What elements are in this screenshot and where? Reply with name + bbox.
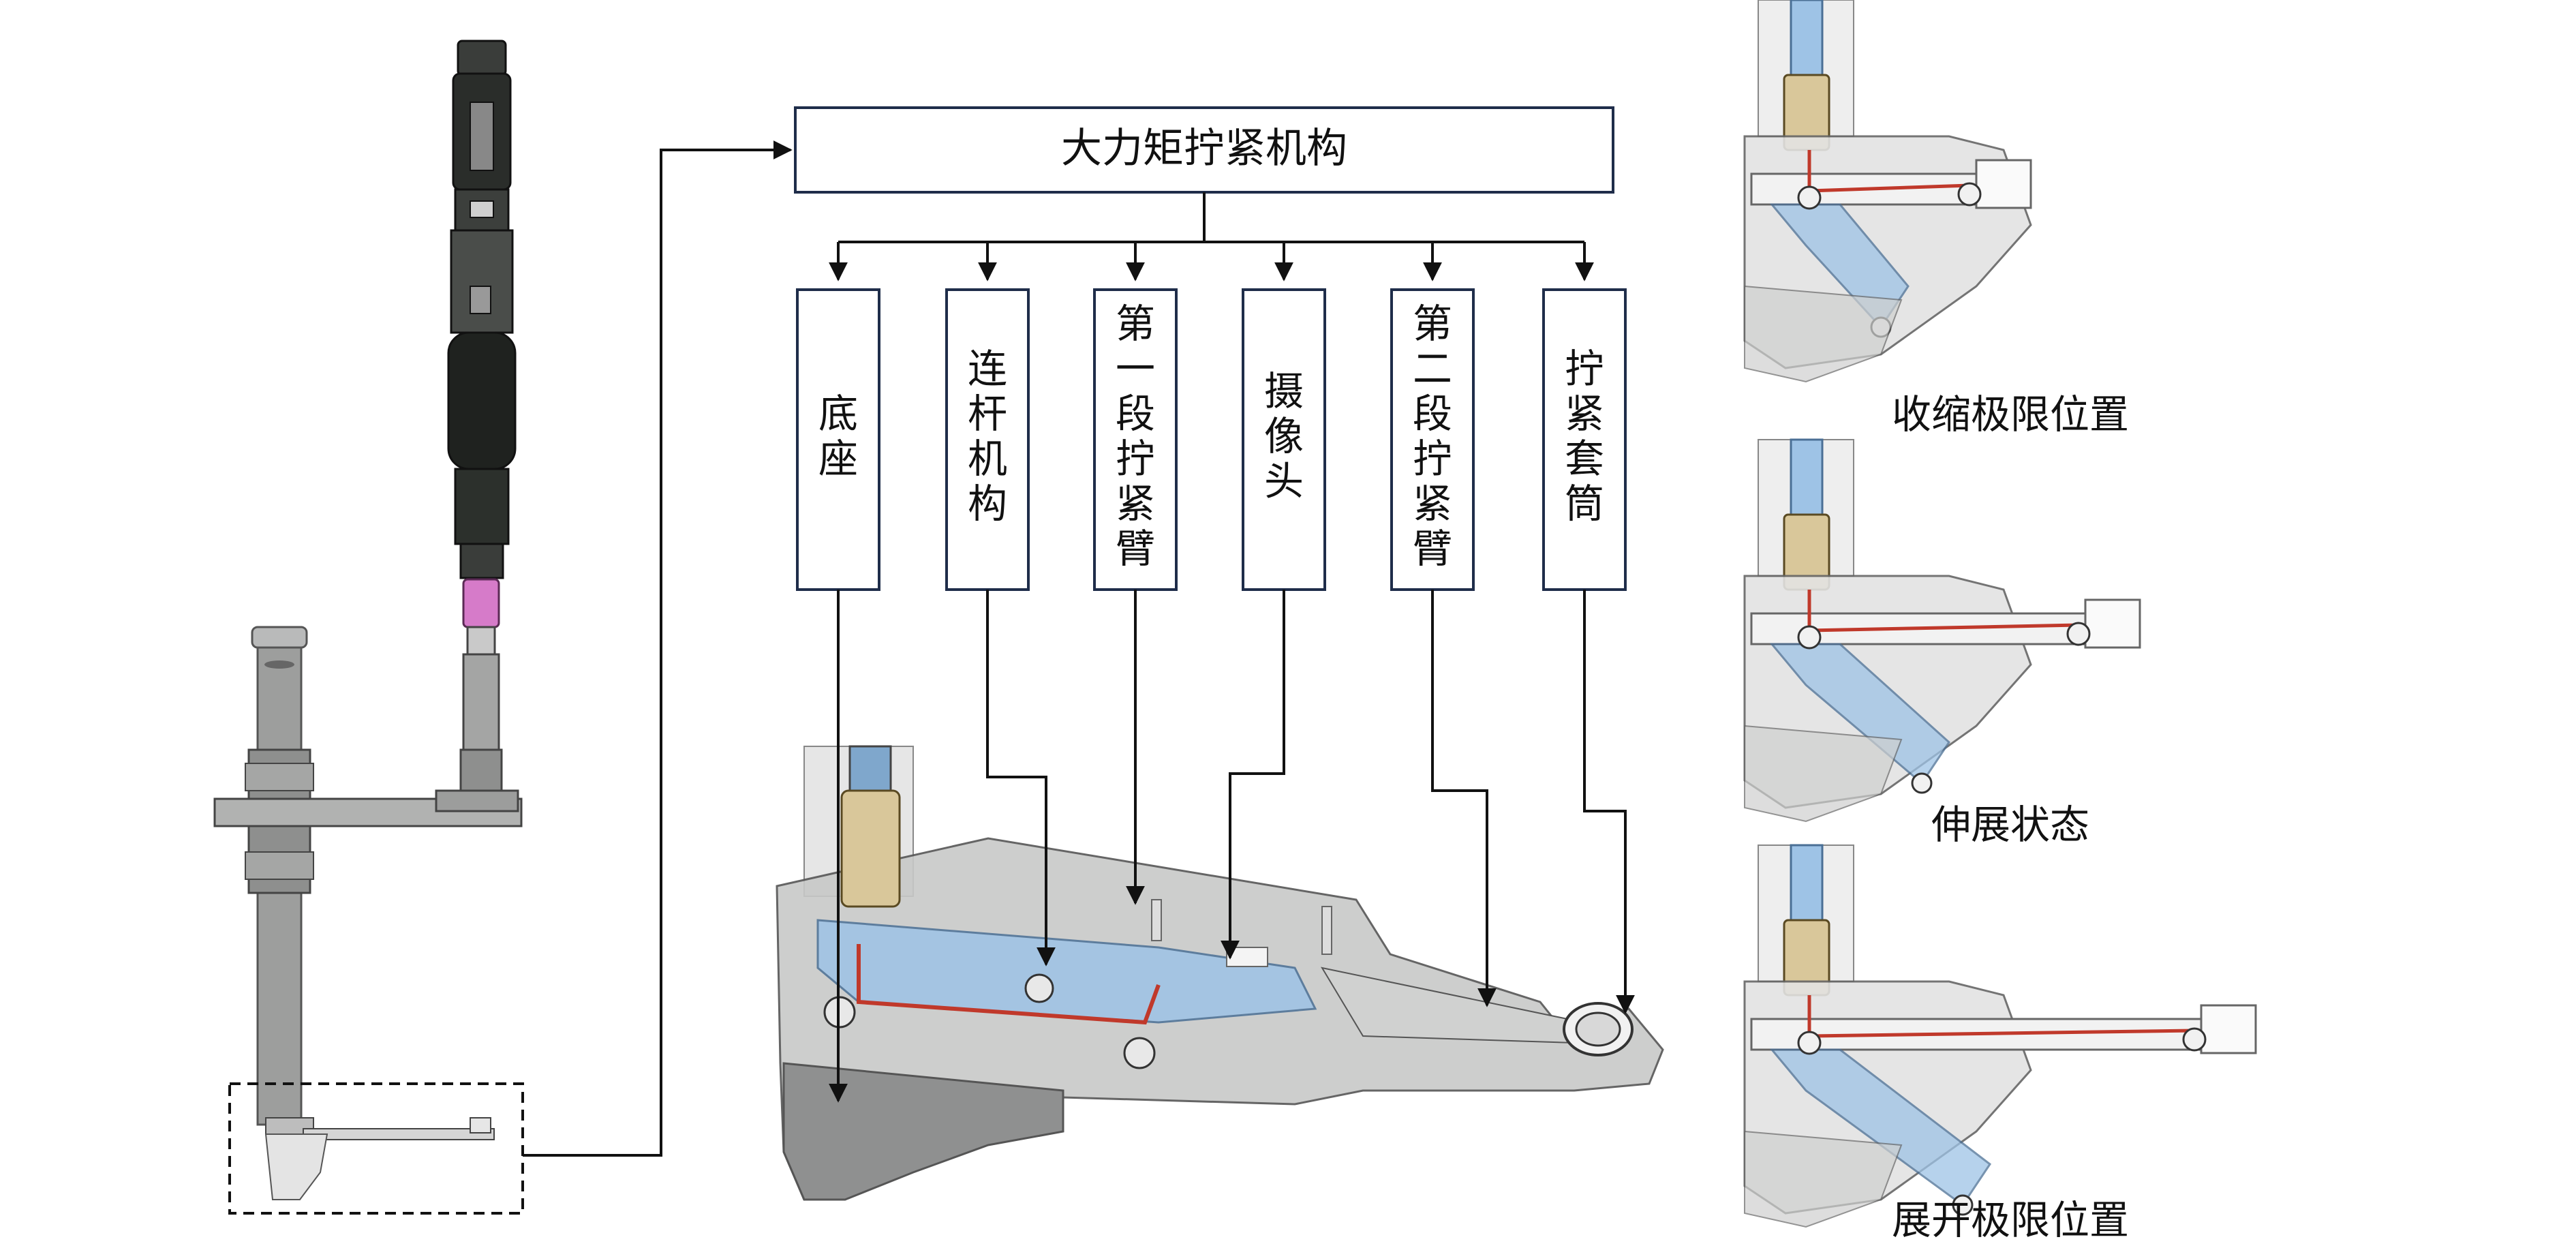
component-boxes bbox=[796, 288, 1627, 591]
component-box-first-arm bbox=[1093, 288, 1178, 591]
state-illustration-2 bbox=[1743, 438, 2141, 823]
component-callout-arrows bbox=[829, 590, 1635, 1103]
mechanism-title: 大力矩拧紧机构 bbox=[1061, 125, 1347, 172]
state-illustration-3 bbox=[1743, 844, 2257, 1228]
mechanism-title-box: 大力矩拧紧机构 bbox=[794, 106, 1614, 194]
component-label-second-arm: 第二段拧紧臂 bbox=[1413, 301, 1452, 572]
component-label-camera: 摄像头 bbox=[1264, 368, 1304, 504]
component-label-first-arm: 第一段拧紧臂 bbox=[1116, 301, 1155, 572]
component-tree-connectors bbox=[829, 192, 1594, 281]
state-label-2: 伸展状态 bbox=[1931, 802, 2089, 848]
state-label-3: 展开极限位置 bbox=[1892, 1197, 2129, 1243]
component-label-linkage: 连杆机构 bbox=[968, 346, 1007, 527]
mechanism-render bbox=[776, 745, 1664, 1201]
component-box-linkage bbox=[945, 288, 1030, 591]
component-box-socket bbox=[1542, 288, 1627, 591]
state-illustration-1 bbox=[1743, 0, 2032, 383]
state-panels bbox=[1743, 0, 2257, 1228]
component-label-socket: 拧紧套筒 bbox=[1565, 346, 1604, 527]
detail-connector-arrow bbox=[523, 140, 793, 1157]
detail-highlight-box bbox=[228, 1082, 524, 1215]
tool-assembly-illustration bbox=[213, 40, 523, 1200]
state-label-1: 收缩极限位置 bbox=[1892, 391, 2129, 438]
component-label-base: 底座 bbox=[818, 391, 858, 482]
component-labels: 底座 连杆机构 第一段拧紧臂 摄像头 第二段拧紧臂 拧紧套筒 bbox=[818, 301, 1604, 572]
